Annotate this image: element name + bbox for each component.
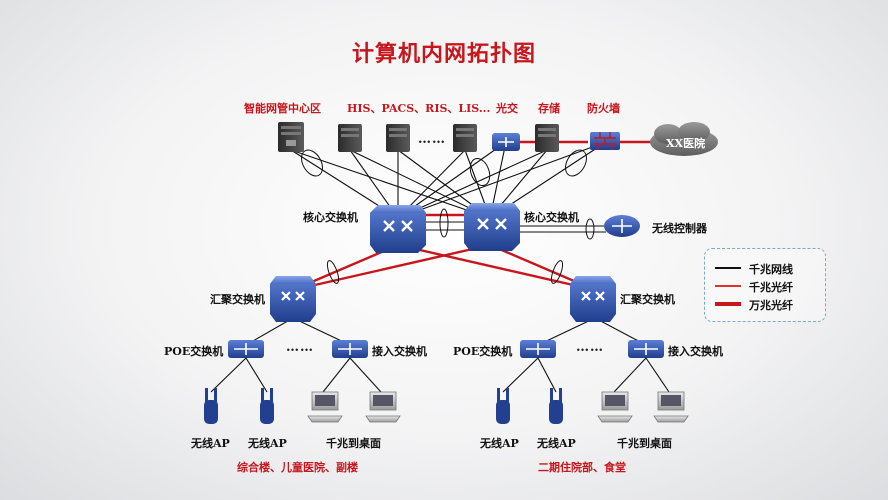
wireless-ap-icon	[549, 388, 563, 424]
ellipsis-access-right: ……	[576, 340, 604, 355]
ellipsis-access-left: ……	[286, 340, 314, 355]
wireless-ap-icon	[496, 388, 510, 424]
desktop-pc-icon	[597, 391, 633, 423]
label-agg-left: 汇聚交换机	[210, 293, 265, 306]
label-desktop-right: 千兆到桌面	[617, 437, 672, 450]
label-optical: 光交	[496, 102, 518, 115]
legend-row-gigabit-ethernet: 千兆网线	[715, 261, 825, 276]
server-lis	[453, 124, 477, 152]
wireless-controller-icon	[604, 215, 640, 237]
label-poe-left: POE交换机	[164, 345, 224, 358]
server-storage	[535, 124, 559, 152]
desktop-pc-icon	[307, 391, 343, 423]
desktop-pc-icon	[653, 391, 689, 423]
wireless-ap-icon	[260, 388, 274, 424]
label-desktop-left: 千兆到桌面	[326, 437, 381, 450]
hospital-cloud-icon	[650, 122, 718, 156]
legend-label: 万兆光纤	[749, 299, 793, 312]
link-bundle-marks	[301, 149, 595, 284]
label-hospital: XX医院	[666, 137, 706, 150]
label-core-right: 核心交换机	[524, 211, 579, 224]
label-poe-right: POE交换机	[453, 345, 513, 358]
poe-switch-left-icon	[228, 340, 264, 358]
desktop-pc-icon	[365, 391, 401, 423]
label-firewall: 防火墙	[587, 102, 620, 115]
server-pacs	[386, 124, 410, 152]
agg-switch-right-icon	[570, 276, 616, 322]
wireless-ap-icon	[204, 388, 218, 424]
label-ap-4: 无线AP	[537, 437, 576, 450]
legend-swatch	[715, 267, 741, 269]
ellipsis-servers: ……	[418, 132, 446, 147]
label-core-left: 核心交换机	[303, 211, 358, 224]
label-wireless-controller: 无线控制器	[652, 222, 707, 235]
label-building-right: 二期住院部、食堂	[538, 461, 626, 474]
legend-row-gigabit-fiber: 千兆光纤	[715, 279, 825, 294]
legend-swatch	[715, 285, 741, 287]
label-access-right: 接入交换机	[668, 345, 723, 358]
label-ap-3: 无线AP	[480, 437, 519, 450]
label-ap-2: 无线AP	[248, 437, 287, 450]
legend-swatch	[715, 302, 741, 306]
label-ap-1: 无线AP	[191, 437, 230, 450]
page-title: 计算机内网拓扑图	[351, 41, 536, 67]
server-smart-center	[278, 122, 304, 152]
legend-row-10g-fiber: 万兆光纤	[715, 297, 825, 312]
label-smart-center: 智能网管中心区	[244, 102, 321, 115]
legend-label: 千兆网线	[749, 263, 793, 276]
label-his-pacs: HIS、PACS、RIS、LIS...	[347, 102, 491, 115]
label-access-left: 接入交换机	[372, 345, 427, 358]
poe-switch-right-icon	[520, 340, 556, 358]
core-switch-right-icon	[464, 203, 520, 251]
label-storage: 存储	[538, 102, 560, 115]
legend: 千兆网线 千兆光纤 万兆光纤	[704, 248, 826, 322]
access-switch-left-icon	[332, 340, 368, 358]
firewall-icon	[590, 132, 620, 150]
legend-label: 千兆光纤	[749, 281, 793, 294]
label-agg-right: 汇聚交换机	[620, 293, 675, 306]
core-switch-left-icon	[370, 205, 426, 253]
optical-switch-icon	[492, 133, 520, 151]
access-switch-right-icon	[628, 340, 664, 358]
agg-switch-left-icon	[270, 276, 316, 322]
label-building-left: 综合楼、儿童医院、副楼	[237, 461, 358, 474]
server-his	[338, 124, 362, 152]
